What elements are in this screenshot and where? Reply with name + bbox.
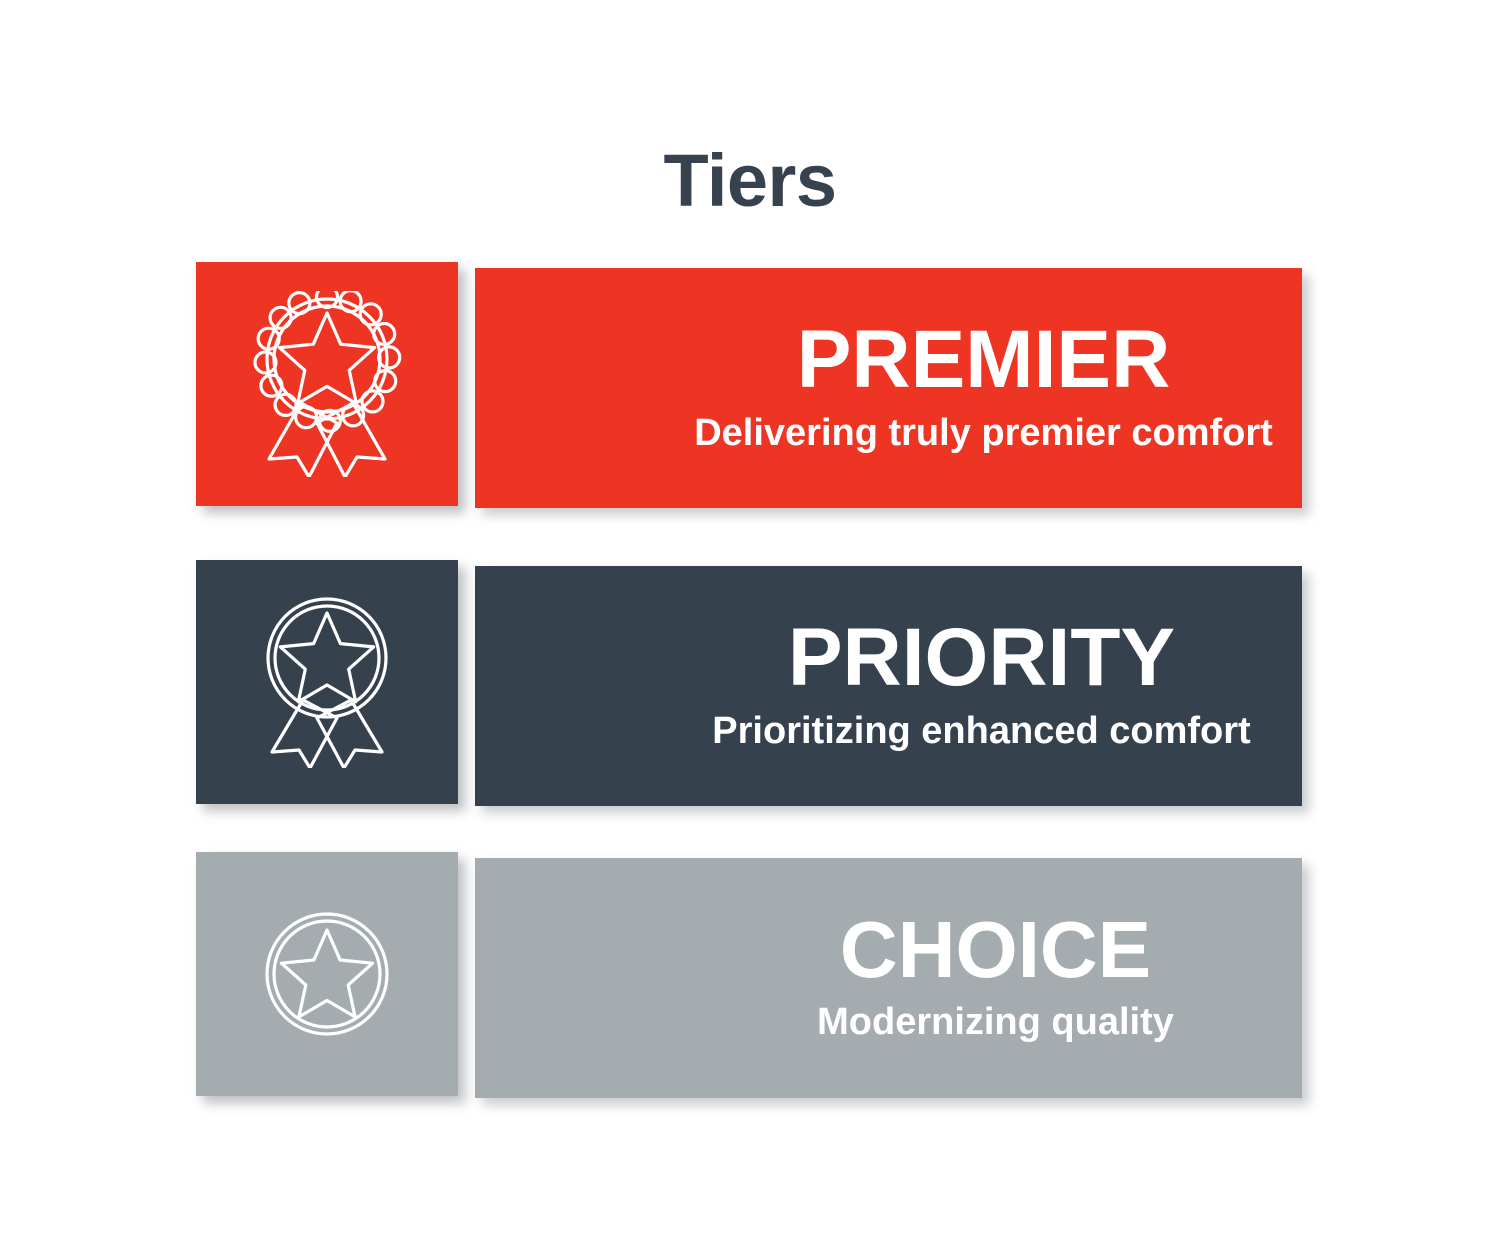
award-circle-star-icon bbox=[265, 912, 389, 1036]
tier-text-choice: CHOICE Modernizing quality bbox=[475, 858, 1302, 1098]
tier-bar-choice bbox=[475, 858, 1302, 1098]
tier-bar-premier bbox=[475, 268, 1302, 508]
tier-tagline: Prioritizing enhanced comfort bbox=[712, 710, 1251, 753]
award-rosette-ribbon-star-icon bbox=[251, 291, 403, 477]
tier-text-priority: PRIORITY Prioritizing enhanced comfort bbox=[475, 566, 1302, 806]
tier-name: PREMIER bbox=[796, 313, 1171, 405]
tier-bar-priority bbox=[475, 566, 1302, 806]
page-title: Tiers bbox=[663, 139, 837, 222]
tier-row-priority[interactable]: PRIORITY Prioritizing enhanced comfort bbox=[196, 560, 1302, 808]
tier-tagline: Modernizing quality bbox=[817, 1001, 1174, 1044]
tier-row-premier[interactable]: PREMIER Delivering truly premier comfort bbox=[196, 262, 1302, 510]
tier-row-choice[interactable]: CHOICE Modernizing quality bbox=[196, 852, 1302, 1100]
tier-icon-panel-premier bbox=[196, 262, 458, 506]
tier-name: CHOICE bbox=[839, 904, 1152, 994]
tier-tagline: Delivering truly premier comfort bbox=[694, 412, 1273, 455]
tier-text-premier: PREMIER Delivering truly premier comfort bbox=[475, 268, 1302, 508]
tier-name: PRIORITY bbox=[787, 611, 1176, 703]
award-medal-ribbon-star-icon bbox=[258, 596, 396, 768]
tier-icon-panel-priority bbox=[196, 560, 458, 804]
tier-icon-panel-choice bbox=[196, 852, 458, 1096]
